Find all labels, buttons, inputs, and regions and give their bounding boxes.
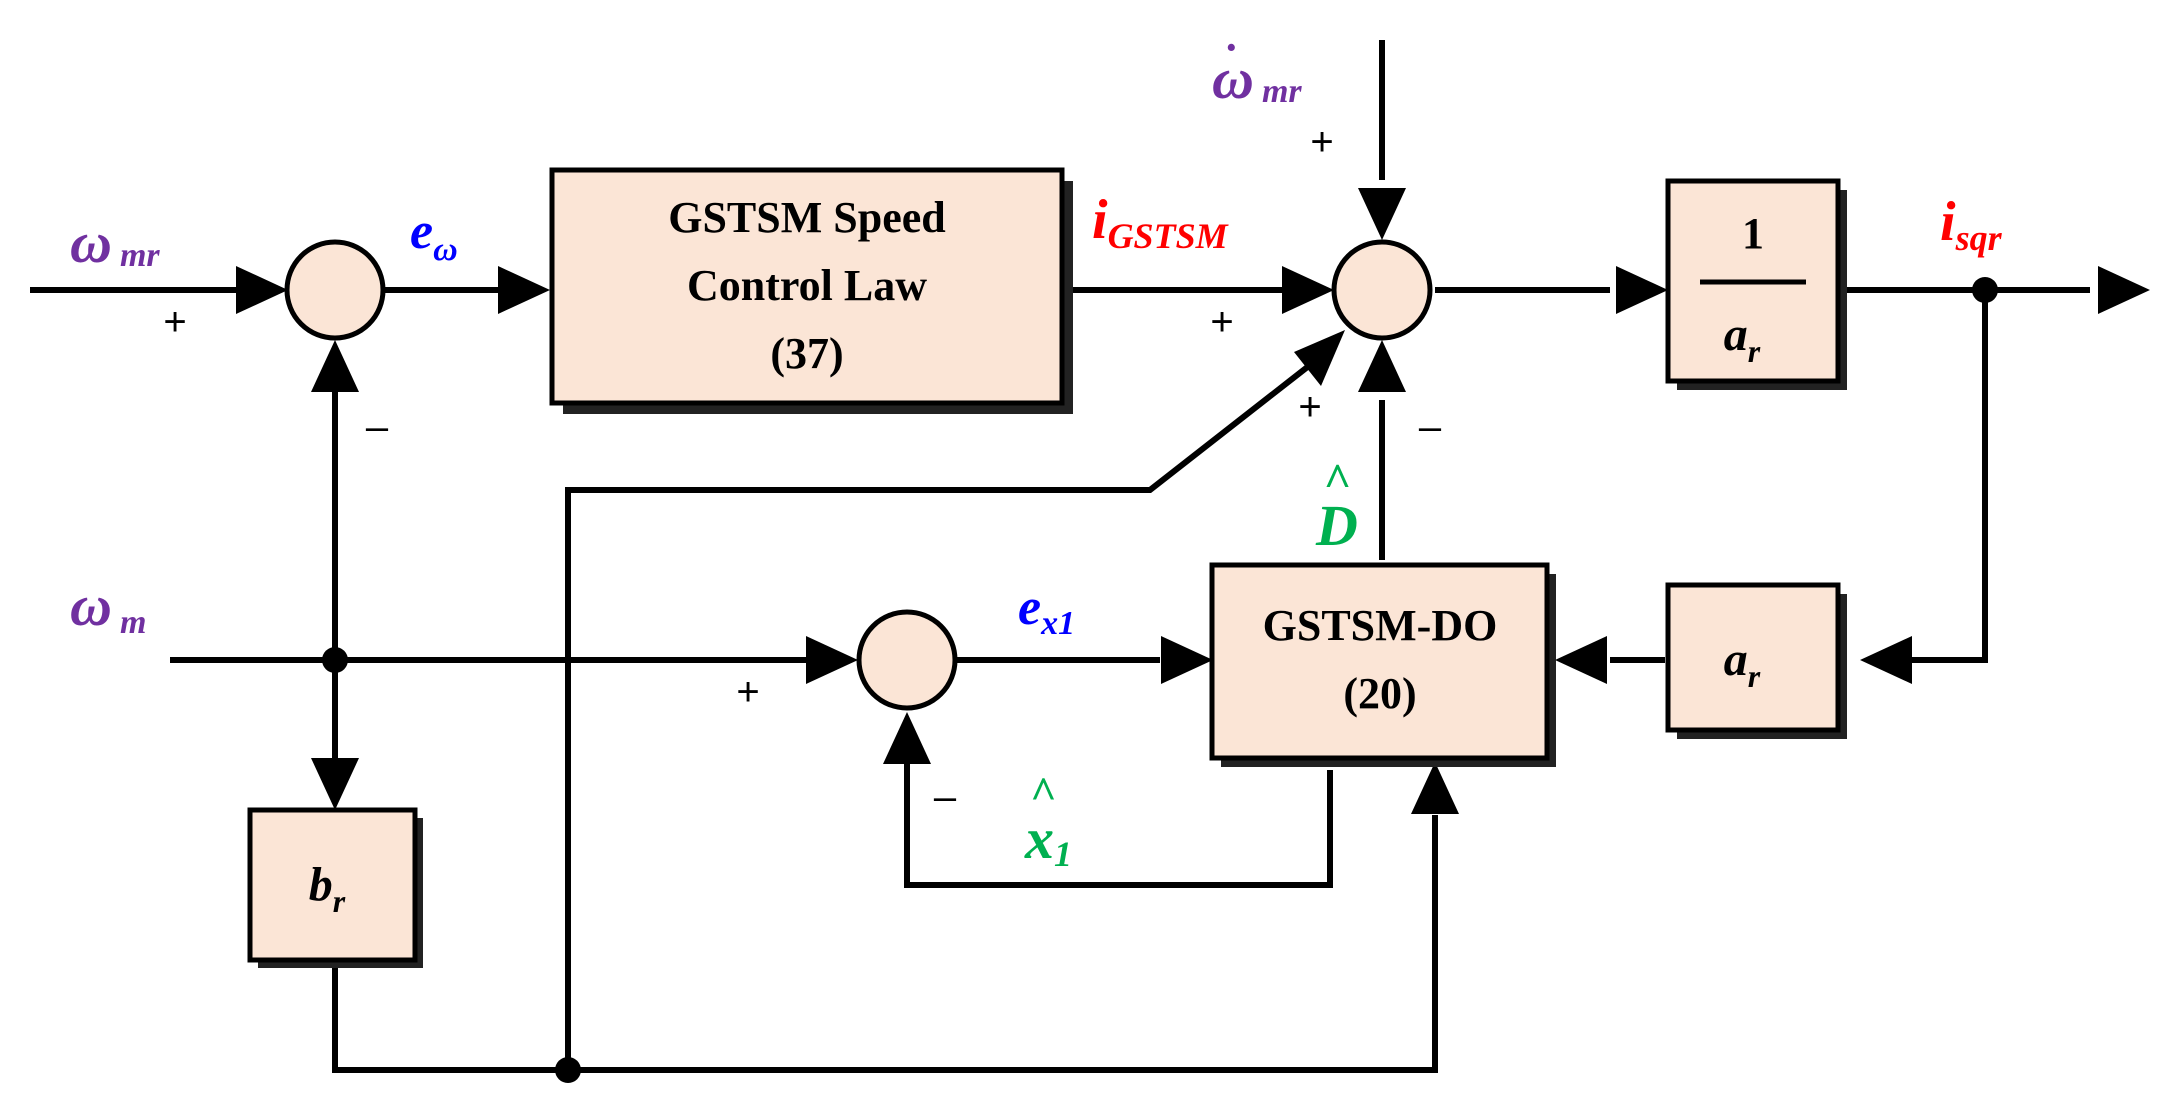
sign-sum2-left: + [1210,300,1233,344]
wire-isqr-feedback [1910,290,1988,663]
omega-dot-base: ω [1212,46,1254,111]
x1-hat-accent: ^ [1030,767,1056,818]
label-i-gstsm: iGSTSM [1092,189,1230,256]
br-sub: r [333,883,346,919]
sign-sum2-top: + [1310,120,1333,164]
arrow-into-gain [1616,266,1668,314]
label-e-omega: eω [410,203,458,268]
omega-dot-accent: · [1226,23,1237,72]
e-x1-sub: x1 [1040,605,1075,642]
wires [30,40,2090,1073]
sign-sum3-left: + [736,670,759,714]
ar-block [1665,582,1841,733]
arrow-into-sum2-top [1358,188,1406,240]
arrow-into-observer-right [1555,636,1607,684]
arrow-output [2098,266,2150,314]
arrow-into-sum2-left [1282,266,1334,314]
speed-law-line-2: Control Law [687,261,927,310]
br-block [247,807,418,963]
ar-sub: r [1748,658,1761,694]
x1-hat-sub: 1 [1054,834,1072,874]
e-omega-sub: ω [433,231,458,268]
i-sqr-base: i [1940,191,1956,253]
observer-line-1: GSTSM-DO [1263,601,1498,650]
gain-block [1665,178,1841,384]
wire-br-out [332,815,1438,1073]
gain-den-sub: r [1748,333,1761,369]
junction-dot-br [555,1057,581,1083]
omega-mr-sub: mr [120,237,160,274]
arrowheads [236,188,2150,814]
arrow-into-observer-bottom [1411,762,1459,814]
e-omega-base: e [410,203,433,260]
gain-numerator: 1 [1742,209,1764,258]
arrow-into-speed-law [498,266,550,314]
sign-sum1-bottom: – [366,405,389,449]
omega-dot-sub: mr [1262,73,1302,110]
i-sqr-sub: sqr [1955,218,2003,258]
omega-m-base: ω [70,573,112,638]
sign-sum1-left: + [163,300,186,344]
wire-x1-hat [904,760,1333,888]
label-e-x1: ex1 [1018,579,1075,642]
sign-sum3-bottom: – [934,775,957,819]
ar-label: ar [1724,633,1761,694]
summing-junction-2 [1331,239,1433,341]
speed-law-line-3: (37) [770,329,843,378]
br-base: b [309,858,333,911]
observer-block [1209,562,1550,761]
label-x1-hat: x1 [1024,806,1072,874]
junction-dot-isqr [1972,277,1998,303]
ar-base: a [1724,633,1748,686]
e-x1-base: e [1018,579,1041,636]
arrow-into-sum1-left [236,266,288,314]
br-label: br [309,858,346,919]
d-hat-accent: ^ [1323,454,1350,507]
arrow-into-sum2-diag [1294,330,1345,386]
label-i-sqr: isqr [1940,191,2003,258]
x1-hat-base: x [1024,806,1054,871]
sign-sum2-bottom: – [1419,405,1442,449]
omega-mr-base: ω [70,210,112,275]
i-gstsm-sub: GSTSM [1108,216,1230,256]
junction-dot-omega-m [322,647,348,673]
arrow-into-observer-left [1161,636,1213,684]
arrow-into-sum2-bottom [1358,340,1406,392]
arrow-into-sum1-bottom [311,340,359,392]
arrow-into-ar [1860,636,1912,684]
summing-junction-3 [856,609,958,711]
gain-denominator: ar [1724,308,1761,369]
gain-den-base: a [1724,308,1748,361]
speed-law-line-1: GSTSM Speed [668,193,946,242]
summing-junction-1 [284,239,386,341]
speed-law-block [549,167,1065,406]
arrow-into-br [311,758,359,810]
arrow-into-sum3-left [806,636,858,684]
sign-sum2-diag: + [1298,385,1321,429]
label-d-hat: D [1315,493,1358,558]
wire-diag-to-sum2 [565,362,1312,1070]
i-gstsm-base: i [1092,189,1108,251]
arrow-into-sum3-bottom [883,712,931,764]
observer-line-2: (20) [1343,669,1416,718]
omega-m-sub: m [120,604,146,641]
